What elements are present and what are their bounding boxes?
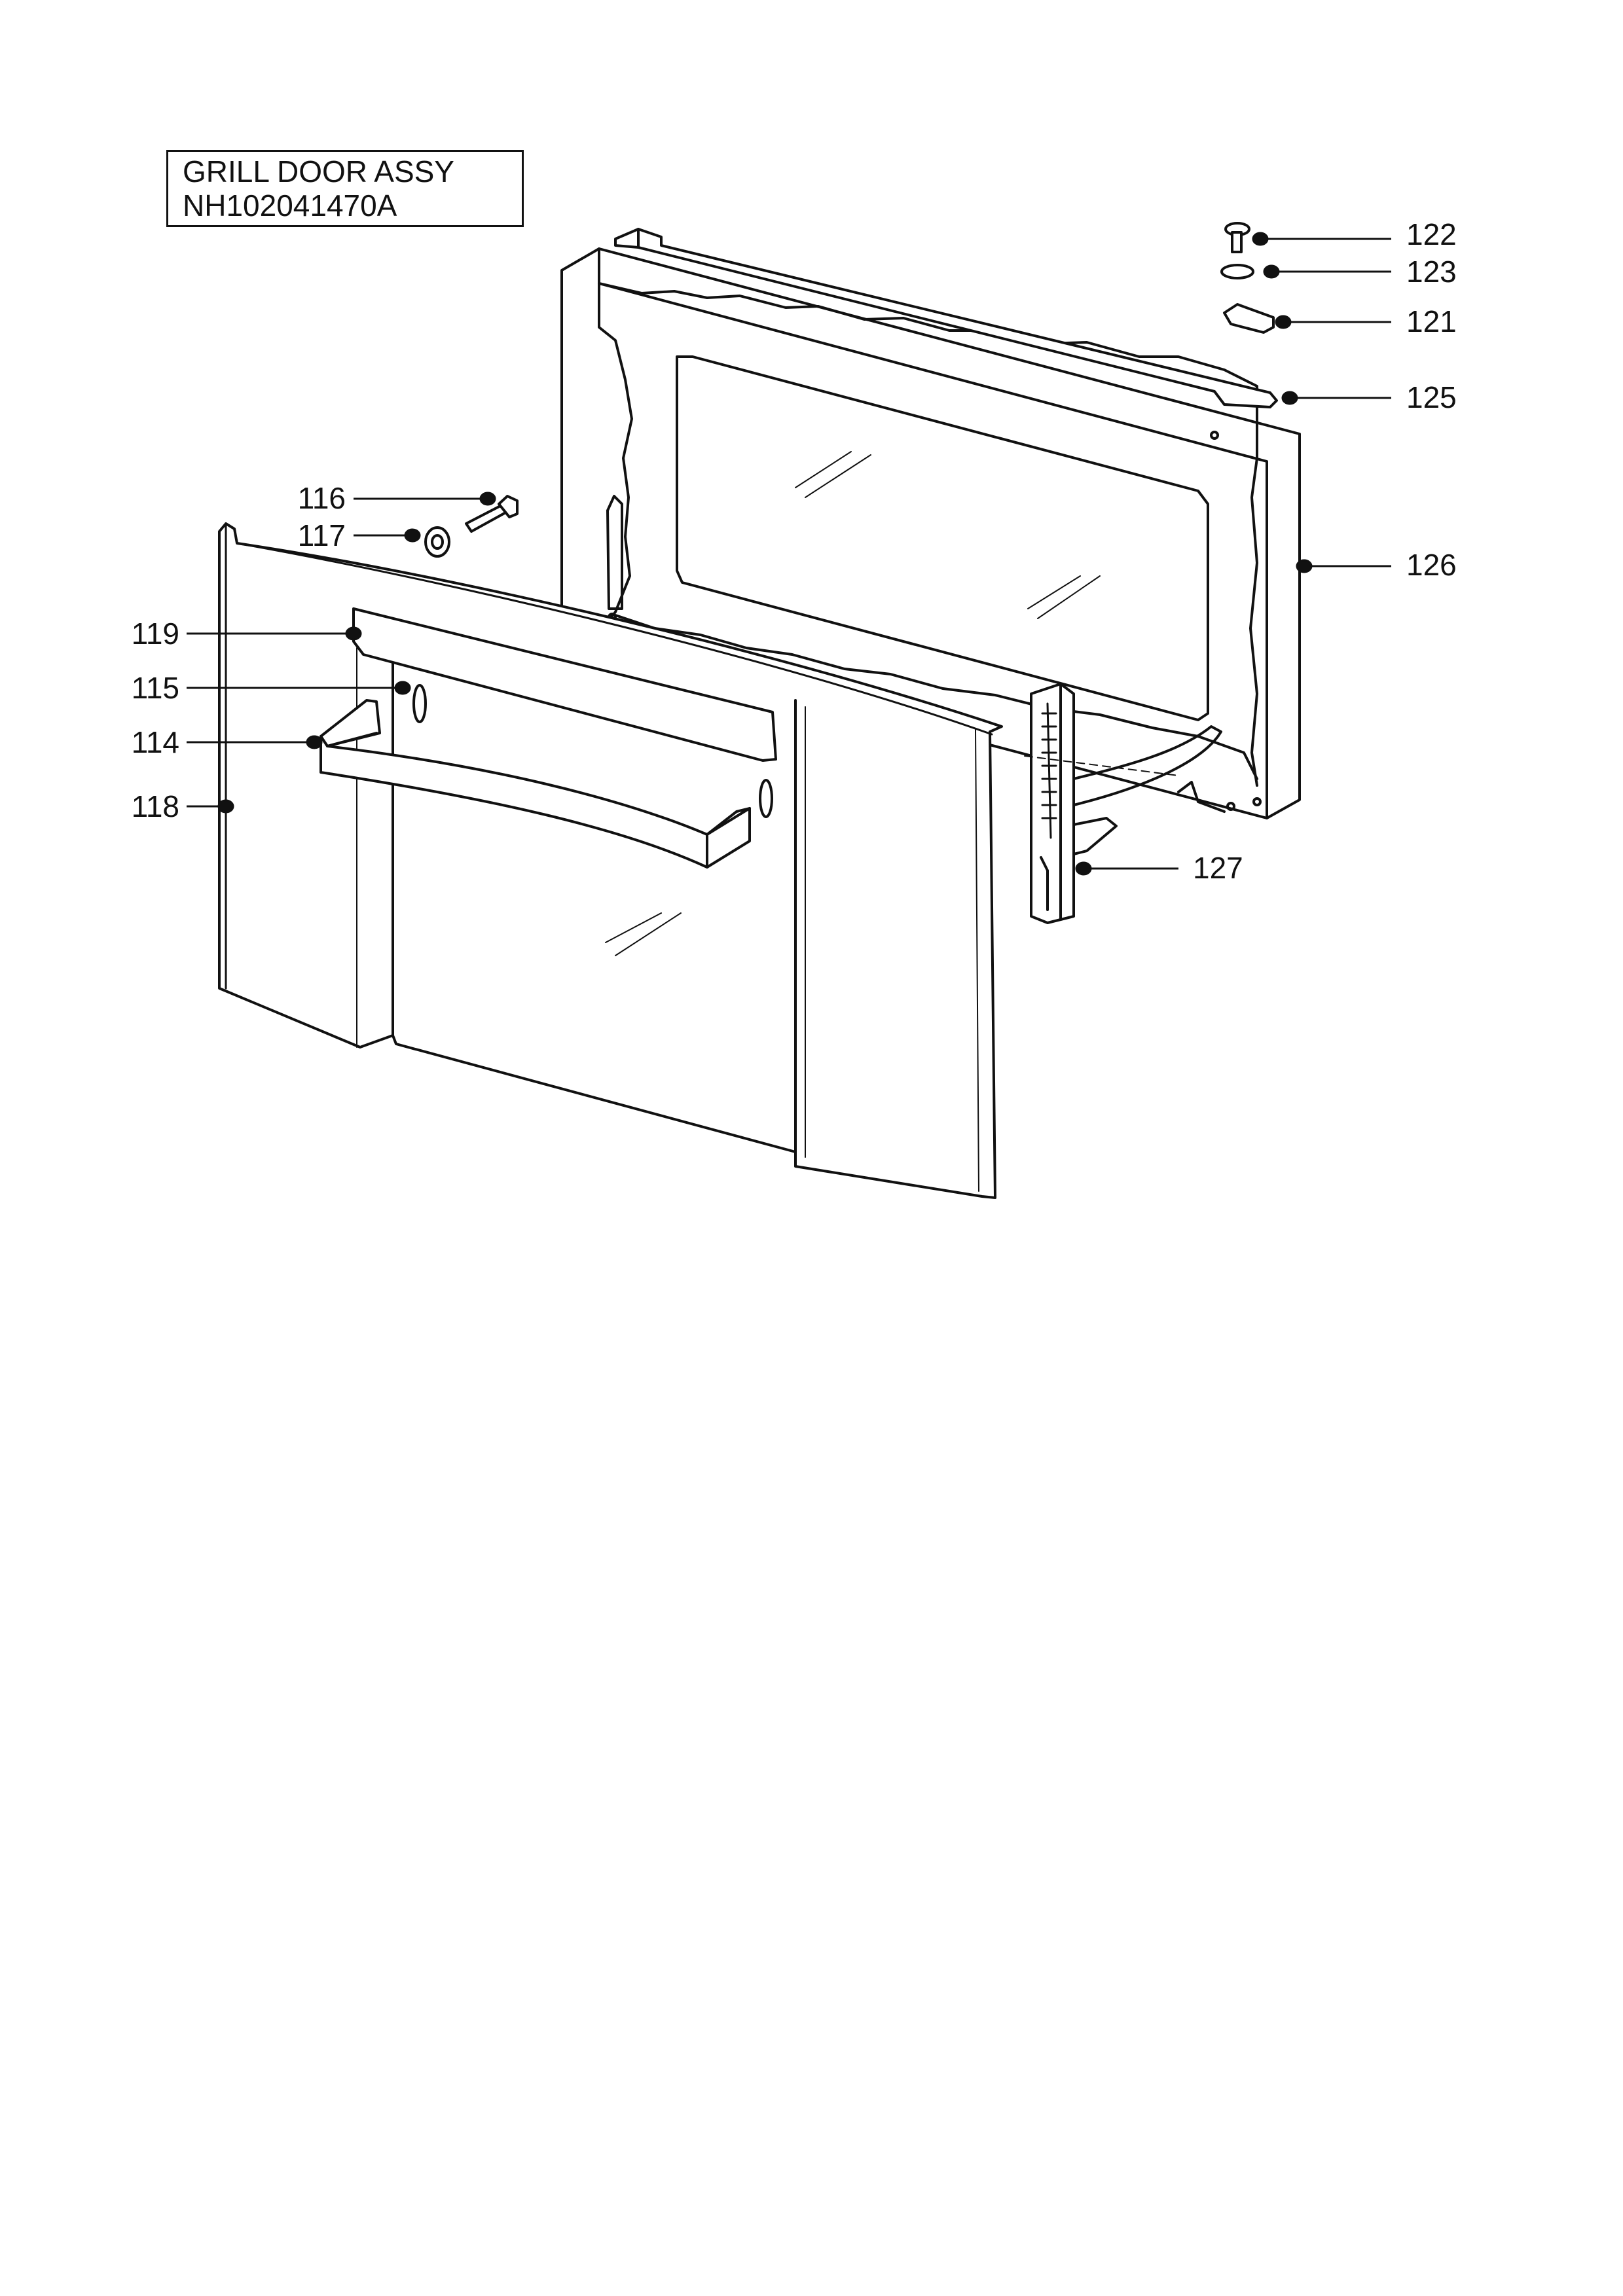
handle-mount-hole-left xyxy=(412,684,427,723)
screw xyxy=(1224,222,1250,253)
callout-121: 121 xyxy=(1406,304,1457,338)
top-trim-strip xyxy=(614,228,1278,408)
bolt xyxy=(465,495,519,533)
leader-116 xyxy=(354,492,496,506)
callout-115: 115 xyxy=(131,671,179,705)
leader-127 xyxy=(1075,861,1178,876)
callout-116: 116 xyxy=(297,481,346,515)
washer-nut xyxy=(424,526,450,558)
leader-115 xyxy=(187,681,411,695)
callout-117: 117 xyxy=(297,518,346,552)
leader-123 xyxy=(1263,264,1391,279)
callout-127: 127 xyxy=(1193,851,1243,885)
callout-122: 122 xyxy=(1406,217,1457,251)
washer xyxy=(1220,264,1254,279)
assembly-part-number: NH102041470A xyxy=(183,188,397,223)
leader-117 xyxy=(354,528,421,543)
leader-126 xyxy=(1296,559,1391,573)
clip xyxy=(1223,303,1275,334)
door-handle xyxy=(319,699,751,869)
leader-125 xyxy=(1281,391,1391,405)
trim-bar xyxy=(352,607,777,762)
assembly-name: GRILL DOOR ASSY xyxy=(183,154,454,188)
door-hinge xyxy=(1030,683,1222,924)
callout-118: 118 xyxy=(131,789,179,823)
callout-125: 125 xyxy=(1406,380,1457,414)
handle-mount-hole-right xyxy=(759,779,773,818)
hinge-alignment-line xyxy=(1024,755,1179,776)
leader-119 xyxy=(187,626,362,641)
callout-126: 126 xyxy=(1406,548,1457,582)
leader-122 xyxy=(1252,232,1391,246)
leader-118 xyxy=(187,799,234,814)
leader-114 xyxy=(187,735,323,749)
title-box: GRILL DOOR ASSY NH102041470A xyxy=(166,150,524,227)
callout-123: 123 xyxy=(1406,255,1457,289)
callout-119: 119 xyxy=(131,617,179,651)
callout-114: 114 xyxy=(131,725,179,759)
leader-121 xyxy=(1275,315,1391,329)
